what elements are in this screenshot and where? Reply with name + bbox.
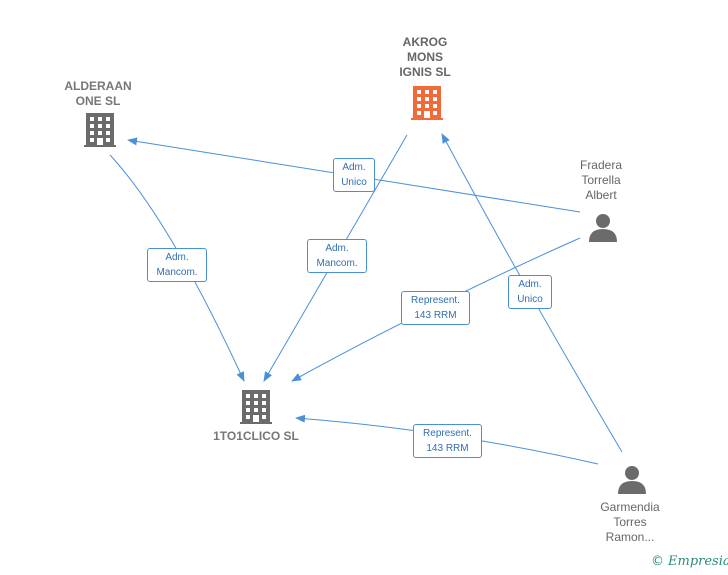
edge-label-garmendia-akrog[interactable]: Adm. Unico bbox=[508, 275, 552, 309]
edge-label-fradera-totoclico[interactable]: Represent. 143 RRM bbox=[401, 291, 470, 325]
building-icon[interactable] bbox=[240, 390, 272, 429]
copyright-symbol: © bbox=[651, 554, 664, 569]
node-label-alderaan[interactable]: ALDERAAN ONE SL bbox=[64, 79, 132, 108]
building-icon[interactable] bbox=[84, 113, 116, 152]
edge-label-fradera-alderaan[interactable]: Adm. Unico bbox=[333, 158, 375, 192]
node-label-akrog[interactable]: AKROG MONS IGNIS SL bbox=[399, 35, 451, 79]
person-icon[interactable] bbox=[617, 464, 647, 499]
edge-label-akrog-totoclico[interactable]: Adm. Mancom. bbox=[307, 239, 367, 273]
person-icon[interactable] bbox=[588, 212, 618, 247]
building-icon[interactable] bbox=[411, 86, 443, 125]
edge-label-alderaan-totoclico[interactable]: Adm. Mancom. bbox=[147, 248, 207, 282]
brand-name: Empresia bbox=[668, 554, 728, 569]
node-label-fradera[interactable]: Fradera Torrella Albert bbox=[579, 158, 623, 202]
node-label-garmendia[interactable]: Garmendia Torres Ramon... bbox=[600, 500, 660, 544]
edge-alderaan-totoclico bbox=[109, 154, 245, 382]
brand-logo[interactable]: © Empresia bbox=[651, 554, 728, 569]
node-label-totoclico[interactable]: 1TO1CLICO SL bbox=[213, 429, 299, 443]
edge-label-garmendia-totoclico[interactable]: Represent. 143 RRM bbox=[413, 424, 482, 458]
